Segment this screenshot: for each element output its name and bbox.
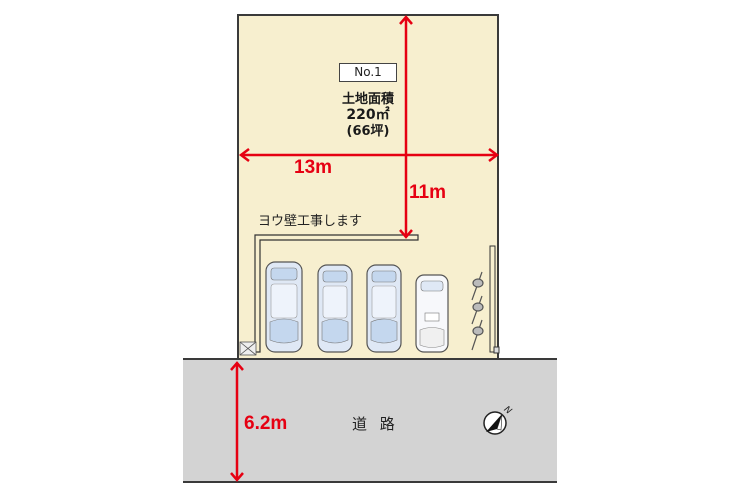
land-area-title: 土地面積 [341,92,394,107]
depth-dimension-label: 11m [409,182,446,203]
north-compass-icon: N [483,405,514,435]
width-dimension-label: 13m [294,157,333,178]
bicycle-icon [471,271,484,301]
retaining-wall [254,234,419,353]
car-4-compact [415,274,449,353]
dimension-arrow-width [238,148,500,162]
land-area-tsubo: (66坪) [346,124,390,139]
dimension-arrow-depth [399,15,413,239]
bicycle-icon [471,319,484,351]
land-area-sqm: 220㎡ [346,107,390,123]
retaining-wall-note: ヨウ壁工事します [258,214,363,229]
lot-number-label: No.1 [339,63,397,82]
road-width-label: 6.2m [244,413,288,434]
wall-end-block-left [239,341,257,356]
dimension-arrow-road [230,361,244,482]
bicycle-parking [471,271,484,351]
road-label: 道 路 [352,415,399,433]
car-1 [265,261,303,353]
bicycle-icon [471,295,484,325]
car-3 [366,264,402,353]
svg-text:N: N [502,405,514,417]
car-2 [317,264,353,353]
side-wall-right [489,245,500,354]
